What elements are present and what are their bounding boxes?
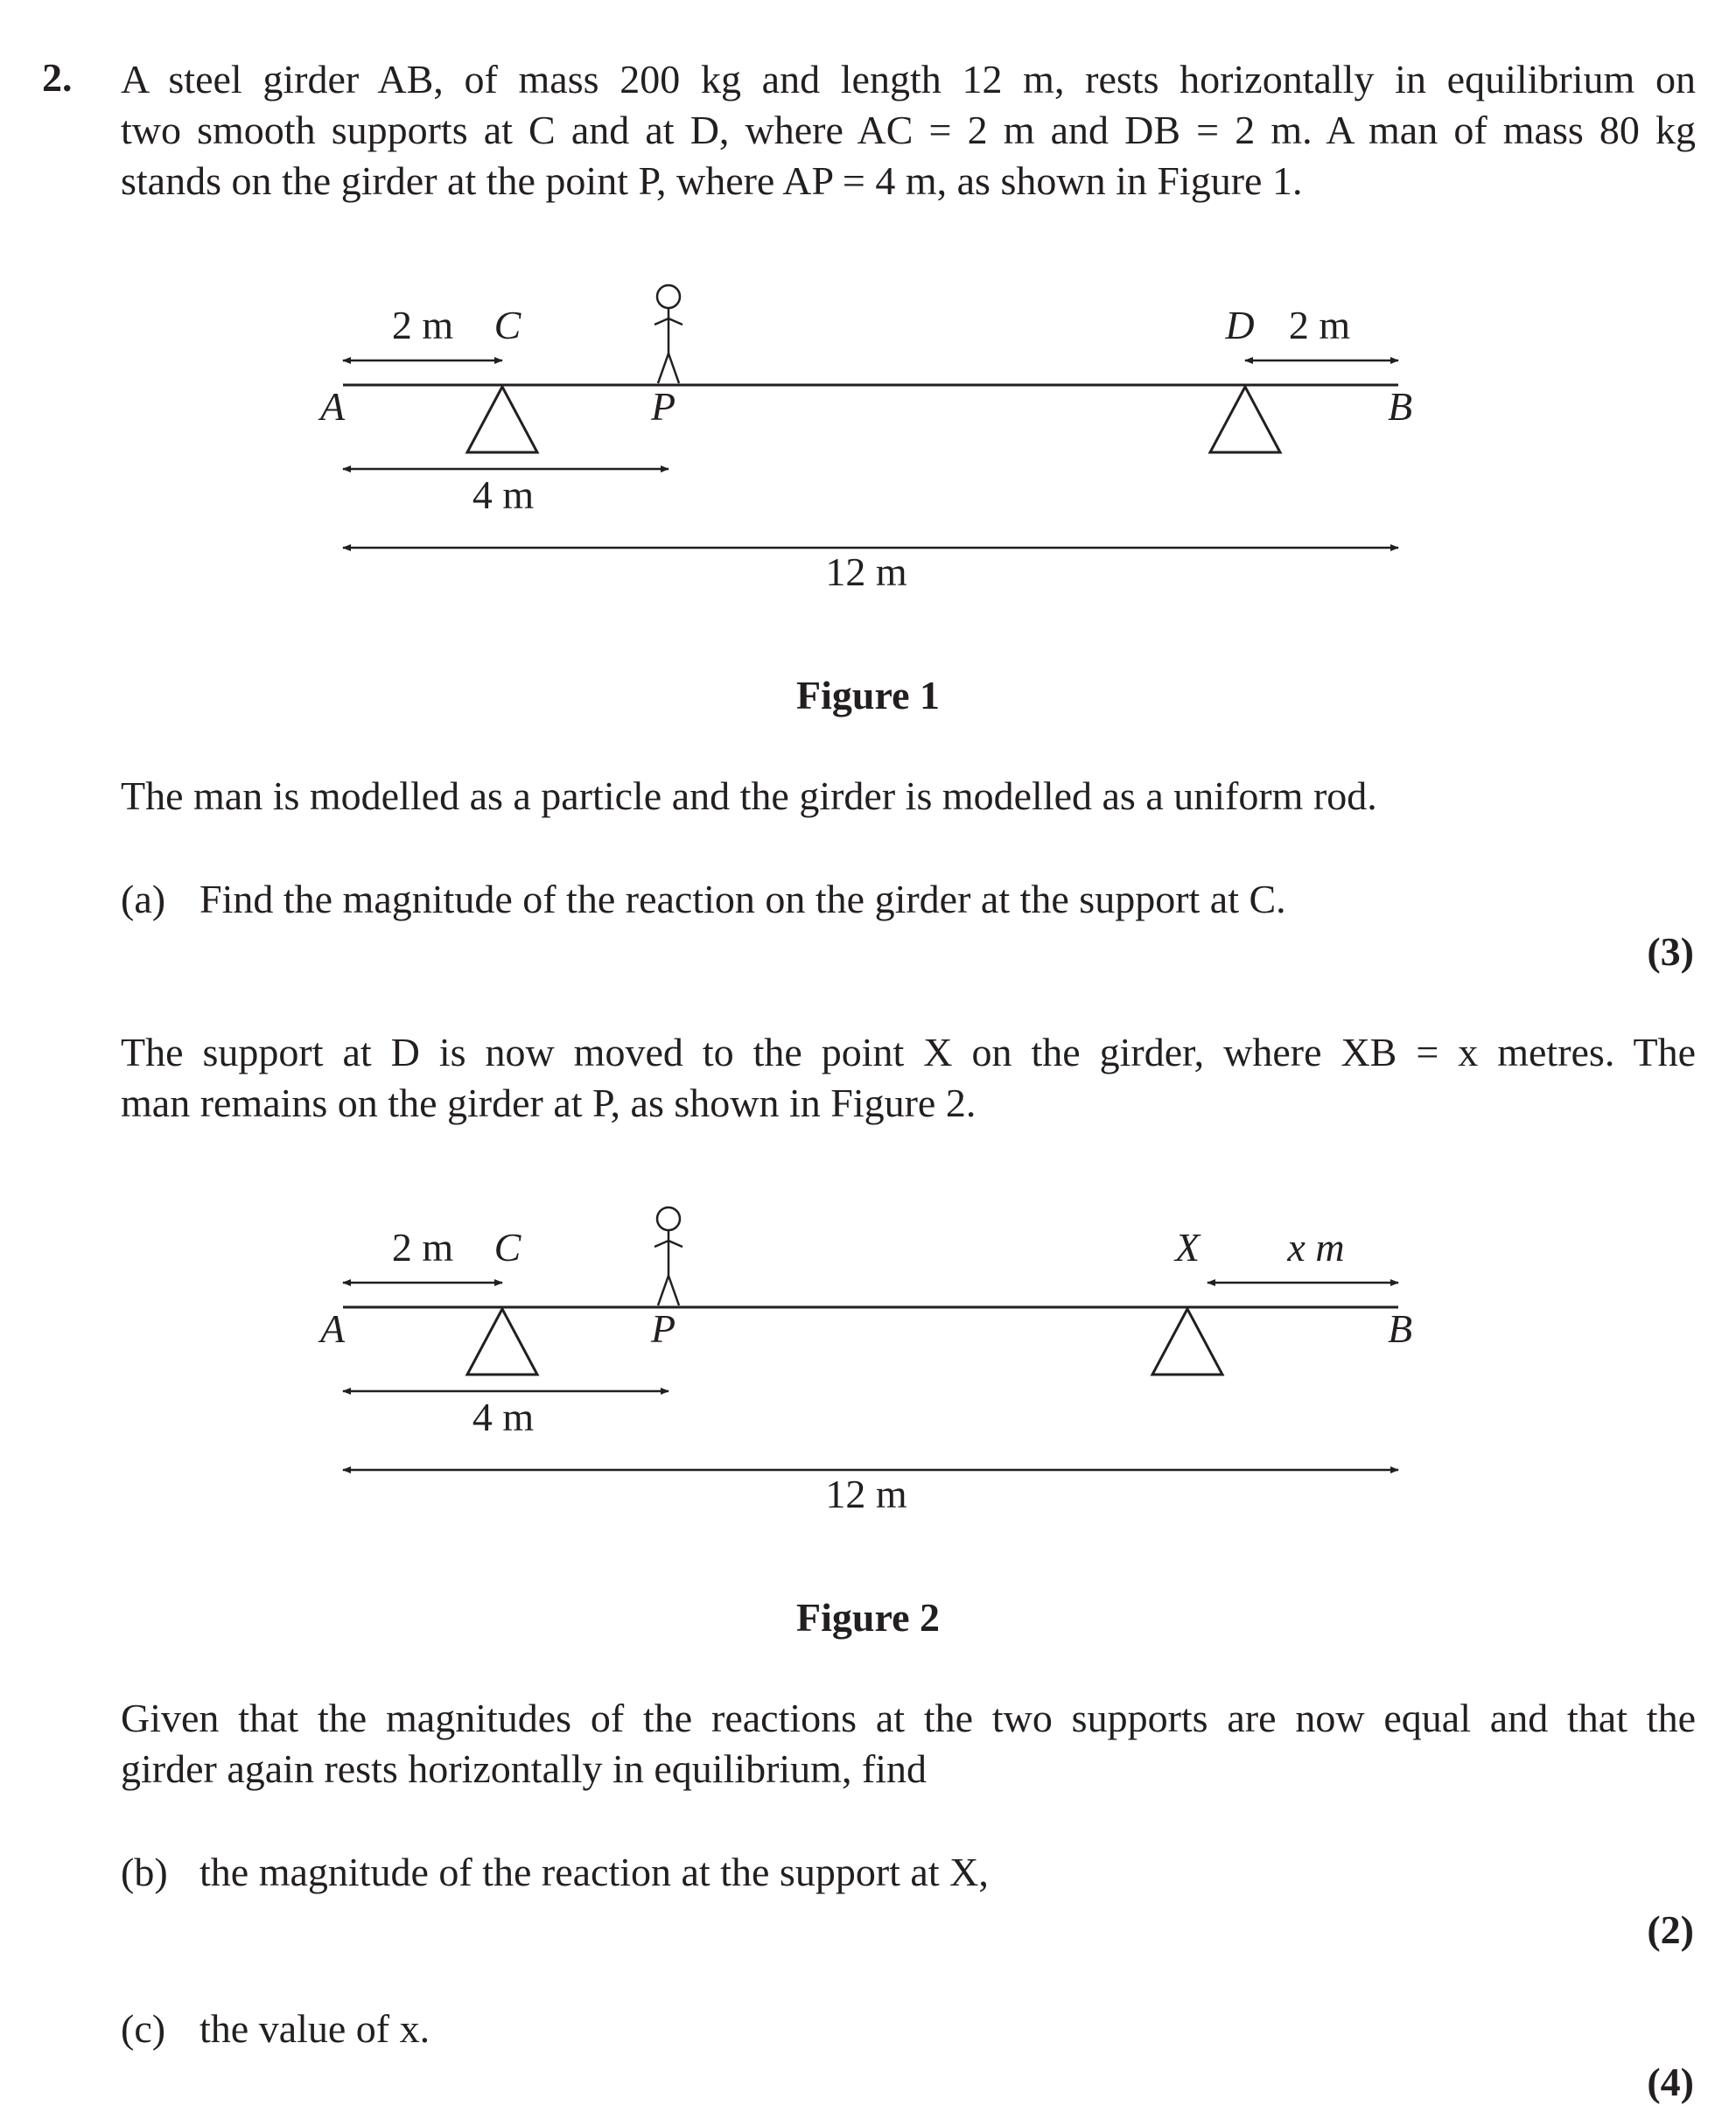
man-figure xyxy=(654,1206,683,1306)
support-c-triangle xyxy=(465,1305,540,1376)
label-p: P xyxy=(650,384,676,429)
part-c-marks: (4) xyxy=(1647,2060,1694,2104)
given-line-1: Given that the magnitudes of the reactio… xyxy=(121,1696,1696,1740)
part-b: (b) the magnitude of the reaction at the … xyxy=(121,1847,989,1898)
label-db-length: 2 m xyxy=(1289,303,1351,347)
label-a: A xyxy=(318,384,346,429)
model-text: The man is modelled as a particle and th… xyxy=(121,773,1377,818)
move-line-1: The support at D is now moved to the poi… xyxy=(121,1030,1696,1074)
label-ab-length: 12 m xyxy=(825,549,907,594)
question-number: 2. xyxy=(42,55,73,100)
label-ap-length: 4 m xyxy=(472,472,535,517)
part-c-label: (c) xyxy=(121,2006,166,2051)
label-p: P xyxy=(650,1306,676,1351)
label-ap-length: 4 m xyxy=(472,1395,535,1439)
question-intro: A steel girder AB, of mass 200 kg and le… xyxy=(121,54,1696,206)
support-d-triangle xyxy=(1208,383,1283,454)
label-xb-length: x m xyxy=(1286,1225,1344,1270)
part-c-text: the value of x. xyxy=(200,2006,430,2051)
part-a-label: (a) xyxy=(121,877,166,921)
label-ac-length: 2 m xyxy=(392,303,454,347)
label-d: D xyxy=(1224,303,1254,347)
part-b-text: the magnitude of the reaction at the sup… xyxy=(200,1850,989,1894)
intro-line-2: two smooth supports at C and at D, where… xyxy=(121,108,1696,152)
figure-2-caption: Figure 2 xyxy=(796,1595,940,1640)
label-c: C xyxy=(494,1225,522,1270)
label-c: C xyxy=(494,303,522,347)
part-a: (a) Find the magnitude of the reaction on… xyxy=(121,874,1286,925)
part-a-text: Find the magnitude of the reaction on th… xyxy=(200,877,1286,921)
move-support-text: The support at D is now moved to the poi… xyxy=(121,1027,1696,1129)
part-a-marks: (3) xyxy=(1647,929,1694,974)
given-text: Given that the magnitudes of the reactio… xyxy=(121,1693,1696,1795)
given-line-2: girder again rests horizontally in equil… xyxy=(121,1746,928,1791)
part-c: (c) the value of x. xyxy=(121,2004,430,2054)
part-b-label: (b) xyxy=(121,1850,168,1894)
intro-line-3: stands on the girder at the point P, whe… xyxy=(121,158,1303,203)
label-x: X xyxy=(1173,1225,1201,1270)
part-b-marks: (2) xyxy=(1647,1907,1694,1952)
figure-1-diagram: 2 m C D 2 m A P B 4 m 12 m xyxy=(318,283,1412,594)
label-ab-length: 12 m xyxy=(825,1472,907,1516)
support-c-triangle xyxy=(465,383,540,454)
figure-2-diagram: 2 m C X x m A P B 4 m 12 m xyxy=(318,1206,1412,1516)
label-b: B xyxy=(1388,384,1412,429)
man-figure xyxy=(654,283,683,384)
figure-1-caption: Figure 1 xyxy=(796,673,940,717)
label-a: A xyxy=(318,1306,346,1351)
support-x-triangle xyxy=(1150,1305,1225,1376)
move-line-2: man remains on the girder at P, as shown… xyxy=(121,1081,976,1125)
intro-line-1: A steel girder AB, of mass 200 kg and le… xyxy=(121,57,1696,101)
label-ac-length: 2 m xyxy=(392,1225,454,1270)
label-b: B xyxy=(1388,1306,1412,1351)
